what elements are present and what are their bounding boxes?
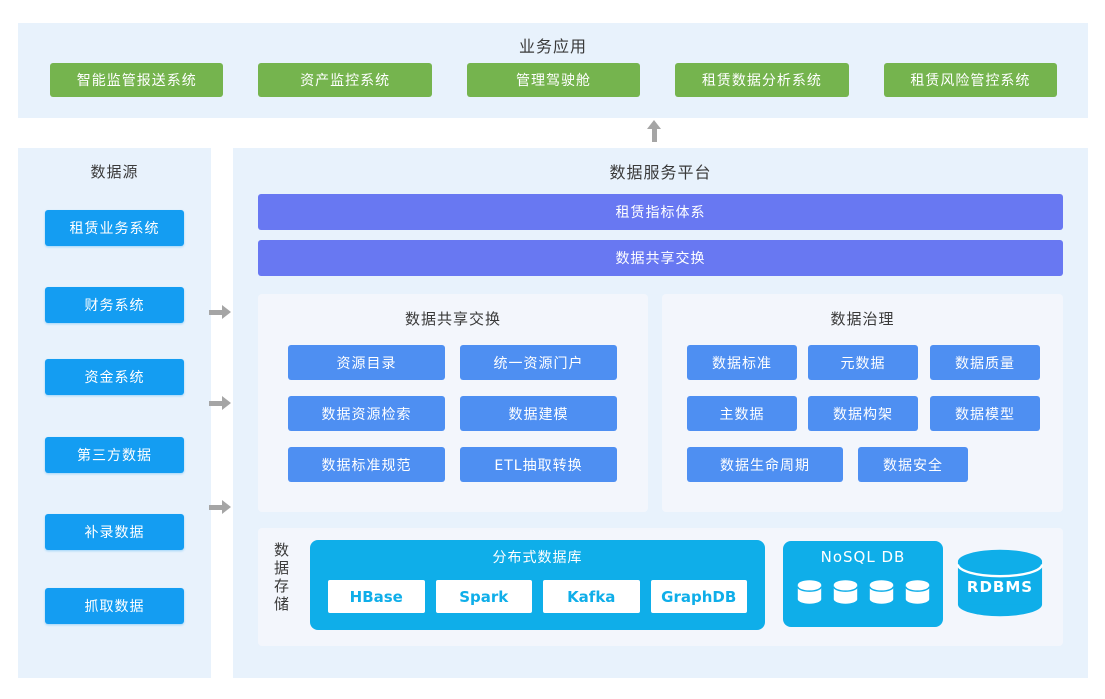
- governance-subpanel: 数据治理 数据标准 元数据 数据质量 主数据 数据构架 数据模型 数据生命周期 …: [662, 294, 1063, 512]
- db-chip-hbase: HBase: [328, 580, 425, 613]
- module-box-resource-catalog: 资源目录: [288, 345, 445, 380]
- right-arrow-stem: [209, 309, 222, 315]
- sharing-title: 数据共享交换: [404, 310, 501, 328]
- rdbms-cylinder: RDBMS: [956, 548, 1044, 618]
- right-arrow-icon: [209, 396, 231, 410]
- right-arrow-stem: [209, 400, 222, 406]
- business-apps-row: 智能监管报送系统 资产监控系统 管理驾驶舱 租赁数据分析系统 租赁风险管控系统: [50, 63, 1058, 97]
- app-box-leasing-data-analysis: 租赁数据分析系统: [675, 63, 849, 97]
- module-box-metadata: 元数据: [808, 345, 918, 380]
- module-box-data-modeling: 数据建模: [460, 396, 617, 431]
- source-box-treasury-system: 资金系统: [45, 359, 184, 395]
- platform-title: 数据服务平台: [609, 163, 712, 182]
- right-arrow-icon: [209, 305, 231, 319]
- right-arrow-head: [222, 500, 231, 514]
- database-cylinder-icon: [868, 580, 894, 604]
- db-chip-graphdb: GraphDB: [650, 580, 747, 613]
- source-box-finance-system: 财务系统: [45, 287, 184, 323]
- module-box-master-data: 主数据: [687, 396, 797, 431]
- source-box-leasing-business: 租赁业务系统: [45, 210, 184, 246]
- module-box-data-lifecycle: 数据生命周期: [687, 447, 843, 482]
- app-box-leasing-risk-control: 租赁风险管控系统: [883, 63, 1058, 97]
- bar-leasing-indicator-system: 租赁指标体系: [258, 194, 1063, 230]
- module-box-data-standard-spec: 数据标准规范: [288, 447, 445, 482]
- source-box-crawled-data: 抓取数据: [45, 588, 184, 624]
- up-arrow-head: [647, 120, 661, 129]
- up-arrow-icon: [647, 120, 661, 142]
- business-apps-title: 业务应用: [518, 37, 587, 56]
- datasources-title: 数据源: [90, 163, 139, 181]
- module-box-etl-transform: ETL抽取转换: [460, 447, 617, 482]
- module-box-data-quality: 数据质量: [930, 345, 1040, 380]
- distributed-db-title: 分布式数据库: [492, 550, 583, 566]
- bar-data-sharing-exchange: 数据共享交换: [258, 240, 1063, 276]
- storage-subpanel: 数据存储 分布式数据库 HBase Spark Kafka GraphDB No…: [258, 528, 1063, 646]
- db-chip-kafka: Kafka: [543, 580, 640, 613]
- sharing-subpanel: 数据共享交换 资源目录 统一资源门户 数据资源检索 数据建模 数据标准规范 ET…: [258, 294, 648, 512]
- database-cylinder-icon: [796, 580, 822, 604]
- module-box-data-architecture: 数据构架: [808, 396, 918, 431]
- app-box-management-cockpit: 管理驾驶舱: [466, 63, 641, 97]
- module-box-unified-resource-portal: 统一资源门户: [460, 345, 617, 380]
- business-apps-panel: 业务应用 智能监管报送系统 资产监控系统 管理驾驶舱 租赁数据分析系统 租赁风险…: [18, 23, 1088, 118]
- storage-title: 数据存储: [272, 542, 290, 614]
- app-box-regulatory-reporting: 智能监管报送系统: [50, 63, 224, 97]
- right-arrow-icon: [209, 500, 231, 514]
- distributed-db-box: 分布式数据库 HBase Spark Kafka GraphDB: [310, 540, 765, 630]
- platform-panel: 数据服务平台 租赁指标体系 数据共享交换 数据共享交换 资源目录 统一资源门户 …: [233, 148, 1088, 678]
- module-box-data-resource-search: 数据资源检索: [288, 396, 445, 431]
- distributed-db-row: HBase Spark Kafka GraphDB: [328, 580, 747, 613]
- source-box-supplementary-data: 补录数据: [45, 514, 184, 550]
- rdbms-label: RDBMS: [966, 578, 1034, 596]
- app-box-asset-monitoring: 资产监控系统: [258, 63, 432, 97]
- datasources-panel: 数据源 租赁业务系统 财务系统 资金系统 第三方数据 补录数据 抓取数据: [18, 148, 211, 678]
- nosql-cylinders-row: [783, 579, 943, 605]
- up-arrow-stem: [651, 129, 657, 142]
- module-box-data-standard: 数据标准: [687, 345, 797, 380]
- right-arrow-stem: [209, 504, 222, 510]
- source-box-thirdparty-data: 第三方数据: [45, 437, 184, 473]
- governance-title: 数据治理: [830, 310, 895, 328]
- database-cylinder-icon: [832, 580, 858, 604]
- module-box-data-security: 数据安全: [858, 447, 968, 482]
- right-arrow-head: [222, 305, 231, 319]
- database-cylinder-icon: [956, 549, 1044, 617]
- db-chip-spark: Spark: [435, 580, 532, 613]
- nosql-db-title: NoSQL DB: [820, 548, 906, 566]
- nosql-db-box: NoSQL DB: [783, 541, 943, 627]
- database-cylinder-icon: [904, 580, 930, 604]
- module-box-data-model: 数据模型: [930, 396, 1040, 431]
- right-arrow-head: [222, 396, 231, 410]
